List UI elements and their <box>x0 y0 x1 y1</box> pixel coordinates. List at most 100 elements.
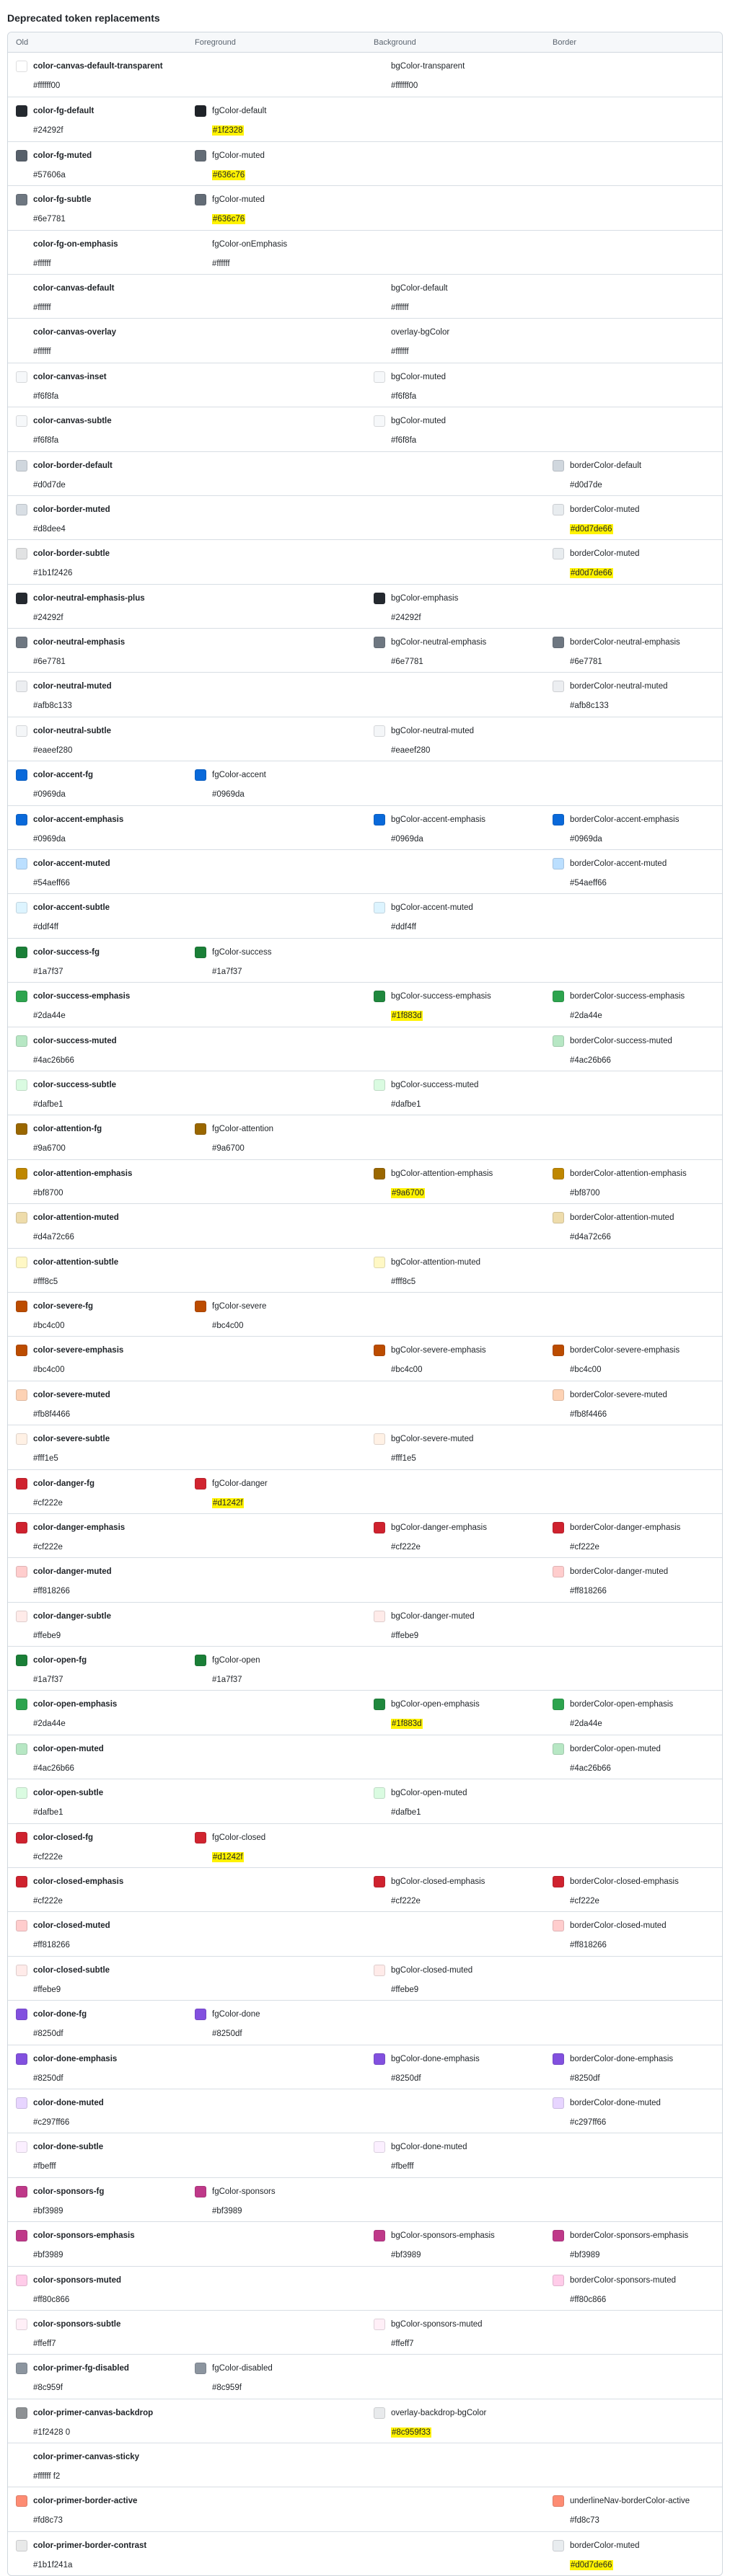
old-token-cell: color-sponsors-fg#bf3989 <box>8 2178 187 2221</box>
old-token-cell: color-canvas-default#ffffff <box>8 275 187 318</box>
background-token-cell <box>366 2267 545 2310</box>
token-value: #1f2428 0 <box>33 2427 71 2437</box>
token-name: fgColor-muted <box>212 151 265 160</box>
token-value: #ffebe9 <box>33 1985 61 1994</box>
old-token-cell: color-neutral-emphasis#6e7781 <box>8 629 187 672</box>
old-token-cell: color-open-muted#4ac26b66 <box>8 1735 187 1779</box>
token-name: fgColor-sponsors <box>212 2187 276 2196</box>
background-token-cell: bgColor-sponsors-emphasis#bf3989 <box>366 2222 545 2265</box>
border-token-cell: borderColor-accent-emphasis#0969da <box>545 806 722 849</box>
foreground-token-cell <box>187 2267 366 2310</box>
old-token-cell: color-closed-emphasis#cf222e <box>8 1868 187 1911</box>
table-row: color-accent-muted#54aeff66 borderColor-a… <box>8 849 722 893</box>
border-token-cell <box>545 1779 722 1823</box>
color-swatch <box>553 1920 564 1932</box>
token-value: #57606a <box>33 170 66 180</box>
token-name: bgColor-open-muted <box>391 1789 467 1798</box>
border-token-cell <box>545 761 722 805</box>
token-value: #cf222e <box>391 1897 421 1906</box>
background-token-cell <box>366 97 545 141</box>
token-name: borderColor-danger-emphasis <box>570 1523 681 1532</box>
old-token-cell: color-attention-subtle#fff8c5 <box>8 1249 187 1292</box>
token-name: bgColor-done-emphasis <box>391 2054 480 2063</box>
token-name: bgColor-sponsors-emphasis <box>391 2231 495 2241</box>
token-value: #ddf4ff <box>33 923 58 932</box>
old-token-cell: color-accent-muted#54aeff66 <box>8 850 187 893</box>
color-swatch <box>16 1699 27 1711</box>
table-row: color-primer-canvas-backdrop#1f2428 0 ove… <box>8 2398 722 2443</box>
old-token-cell: color-fg-subtle#6e7781 <box>8 186 187 229</box>
token-value: #bc4c00 <box>33 1321 65 1330</box>
background-token-cell: bgColor-danger-emphasis#cf222e <box>366 1514 545 1557</box>
color-swatch <box>374 637 385 649</box>
background-token-cell: overlay-backdrop-bgColor#8c959f33 <box>366 2399 545 2443</box>
token-value: #2da44e <box>570 1012 602 1021</box>
old-token-cell: color-primer-canvas-backdrop#1f2428 0 <box>8 2399 187 2443</box>
token-name: fgColor-onEmphasis <box>212 239 288 249</box>
foreground-token-cell <box>187 983 366 1026</box>
foreground-token-cell <box>187 2045 366 2089</box>
color-swatch <box>374 1964 385 1976</box>
token-name: color-neutral-emphasis <box>33 638 126 647</box>
color-swatch <box>374 2141 385 2154</box>
token-value: #1a7f37 <box>212 967 242 976</box>
token-name: fgColor-muted <box>212 195 265 205</box>
token-name: bgColor-neutral-muted <box>391 726 475 735</box>
token-value: #4ac26b66 <box>570 1763 611 1773</box>
foreground-token-cell: fgColor-open#1a7f37 <box>187 1647 366 1690</box>
border-token-cell: borderColor-closed-muted#ff818266 <box>545 1912 722 1955</box>
token-value: #dafbe1 <box>33 1808 63 1818</box>
color-swatch <box>16 2363 27 2375</box>
background-token-cell: bgColor-severe-emphasis#bc4c00 <box>366 1337 545 1380</box>
token-name: color-sponsors-fg <box>33 2187 105 2196</box>
foreground-token-cell <box>187 319 366 362</box>
background-token-cell <box>366 1381 545 1425</box>
token-name: bgColor-emphasis <box>391 593 459 603</box>
token-value: #fb8f4466 <box>570 1409 607 1419</box>
color-swatch <box>553 2495 564 2508</box>
token-value: #8c959f <box>212 2384 242 2393</box>
foreground-token-cell <box>187 1337 366 1380</box>
old-token-cell: color-closed-fg#cf222e <box>8 1824 187 1867</box>
token-name: color-attention-emphasis <box>33 1169 133 1178</box>
foreground-token-cell: fgColor-onEmphasis#ffffff <box>187 231 366 274</box>
foreground-token-cell: fgColor-muted#636c76 <box>187 186 366 229</box>
token-name: overlay-bgColor <box>391 328 450 337</box>
token-name: bgColor-default <box>391 283 448 293</box>
token-value: #ff818266 <box>33 1941 70 1950</box>
foreground-token-cell <box>187 1735 366 1779</box>
border-token-cell: borderColor-accent-muted#54aeff66 <box>545 850 722 893</box>
token-value: #0969da <box>391 834 423 844</box>
token-name: color-attention-subtle <box>33 1257 119 1267</box>
token-value: #bf3989 <box>212 2206 242 2216</box>
background-token-cell: bgColor-sponsors-muted#ffeff7 <box>366 2311 545 2354</box>
old-token-cell: color-success-muted#4ac26b66 <box>8 1027 187 1071</box>
background-token-cell: bgColor-severe-muted#fff1e5 <box>366 1425 545 1469</box>
token-value: #cf222e <box>570 1897 599 1906</box>
foreground-token-cell <box>187 407 366 451</box>
foreground-token-cell <box>187 1425 366 1469</box>
token-name: color-done-fg <box>33 2010 87 2019</box>
token-value: #eaeef280 <box>391 745 431 755</box>
background-token-cell <box>366 496 545 539</box>
token-value: #1f883d <box>391 1011 423 1022</box>
token-value: #bf8700 <box>33 1188 63 1198</box>
color-swatch <box>374 1345 385 1357</box>
foreground-token-cell <box>187 1204 366 1247</box>
color-swatch <box>374 2230 385 2242</box>
foreground-token-cell <box>187 540 366 583</box>
background-token-cell <box>366 1647 545 1690</box>
background-token-cell <box>366 2178 545 2221</box>
background-token-cell: bgColor-success-emphasis#1f883d <box>366 983 545 1026</box>
token-value: #d4a72c66 <box>570 1233 611 1242</box>
